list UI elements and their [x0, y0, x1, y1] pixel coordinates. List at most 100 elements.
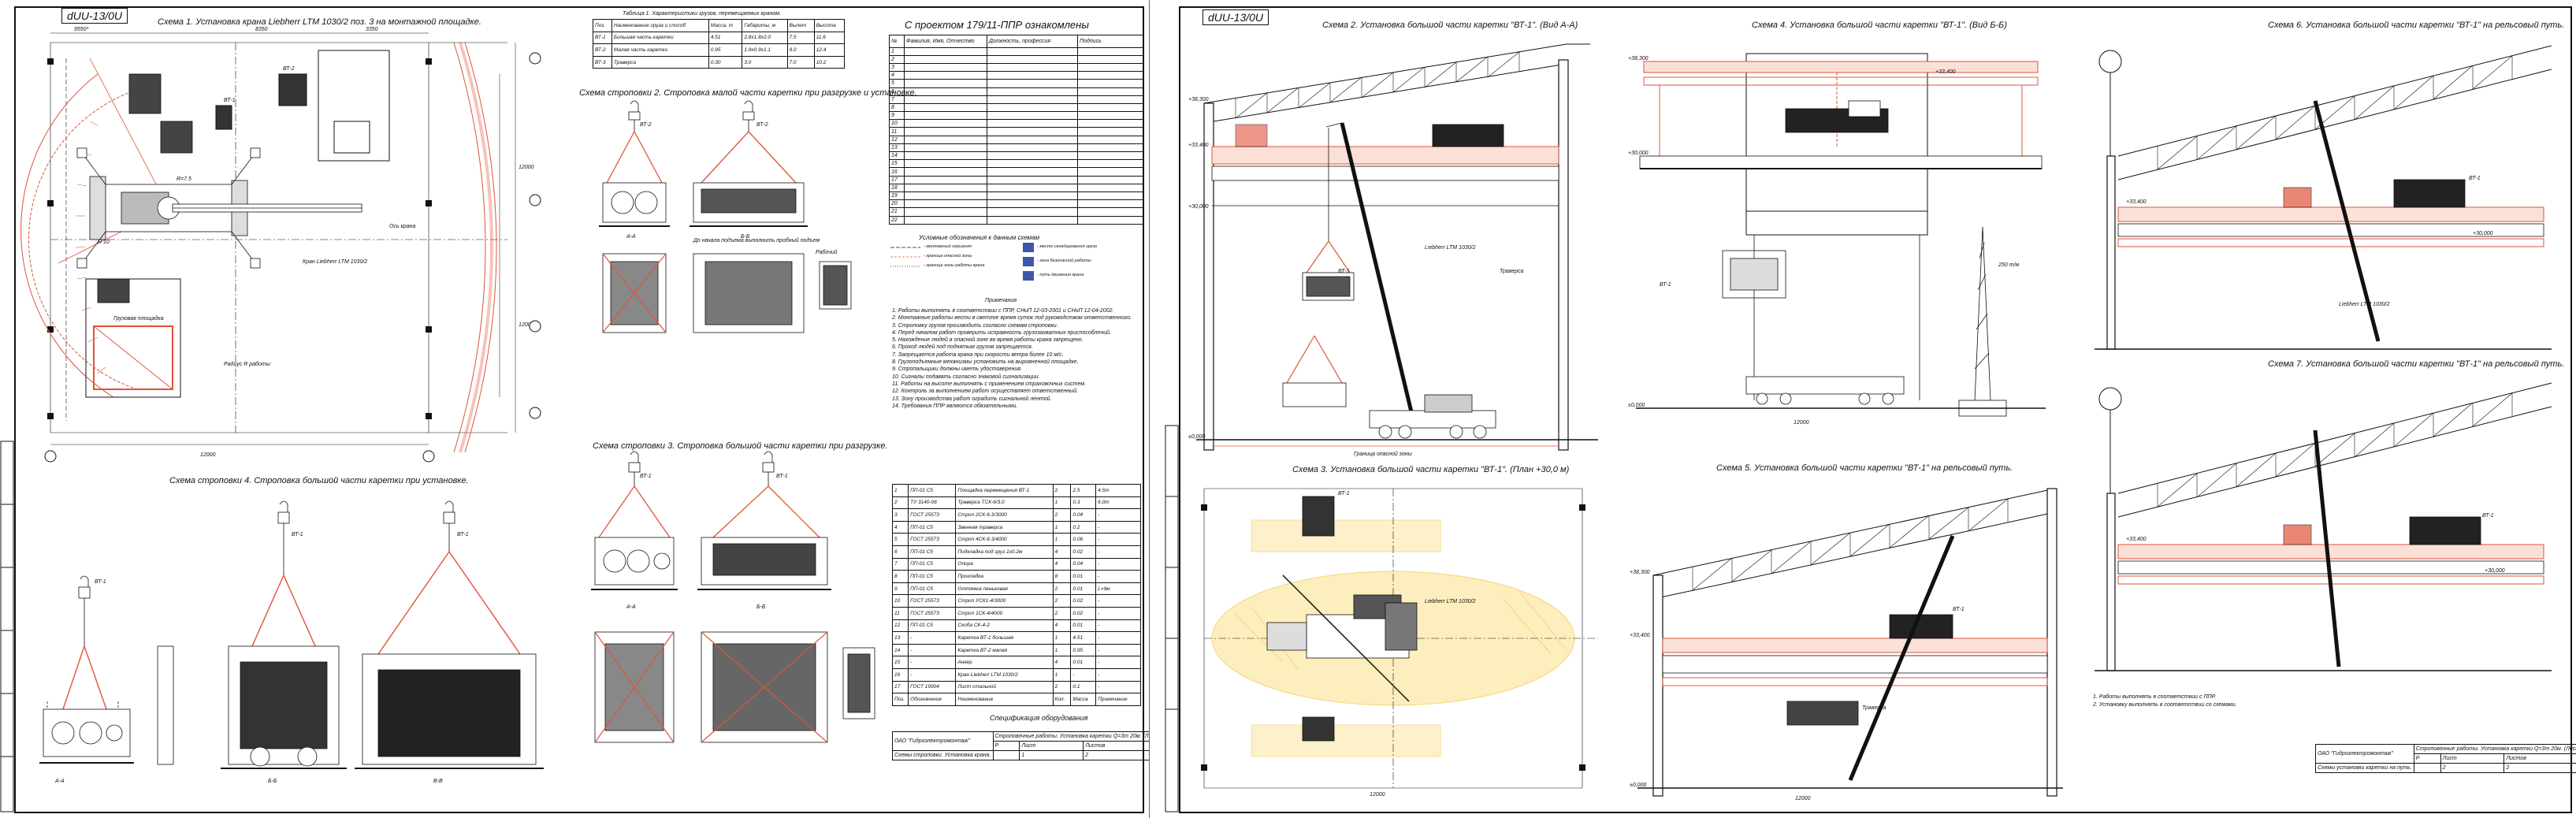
- r-scheme5-title: Схема 5. Установка большой части каретки…: [1716, 463, 2013, 473]
- svg-text:Liebherr LTM 1030/2: Liebherr LTM 1030/2: [1425, 599, 1476, 604]
- svg-text:8350: 8350: [255, 27, 268, 32]
- spec-cell: -: [908, 631, 957, 645]
- note-line: 6. Проход людей под поднятым грузом запр…: [892, 344, 1033, 351]
- fam-cell: [987, 151, 1078, 161]
- table1: Поз. Наименование груза и способ Масса, …: [593, 19, 846, 69]
- fam-cell: [904, 215, 987, 225]
- spec-cell: 0.01: [1070, 619, 1097, 633]
- spec-cell: 1: [891, 484, 909, 497]
- right-binding-strip: [1165, 425, 1179, 812]
- note-line: 5. Нахождение людей в опасной зоне во вр…: [892, 337, 1084, 344]
- notes-block: 1. Работы выполнять в соответствии с ППР…: [892, 307, 1143, 410]
- t1-cell: 7.5: [786, 31, 815, 45]
- fam-cell: 8: [889, 102, 905, 113]
- svg-text:9550*: 9550*: [74, 27, 89, 32]
- fam-cell: [904, 167, 987, 177]
- fam-h1: Фамилия, Имя, Отчество: [904, 35, 987, 48]
- svg-text:ВТ-1: ВТ-1: [95, 579, 106, 585]
- spec-cell: 2: [1052, 680, 1072, 694]
- spec-cell: 0.1: [1070, 680, 1097, 694]
- left-frame: [14, 6, 1144, 813]
- spec-cell: 4: [1052, 656, 1072, 669]
- r-scheme6-title: Схема 6. Установка большой части каретки…: [2268, 20, 2565, 30]
- tb-right-sheets-no: 2: [2504, 763, 2576, 773]
- spec-cell: ТУ 3140-06: [908, 496, 957, 510]
- fam-cell: [1077, 151, 1144, 161]
- spec-cell: 2: [1052, 508, 1072, 522]
- left-sheet-tag: dUU-13/0U: [61, 8, 128, 24]
- svg-text:ВТ-1: ВТ-1: [1338, 269, 1350, 274]
- spec-cell: Каретка ВТ-1 большая: [955, 631, 1054, 645]
- note-line: 4. Перед началом работ проверить исправн…: [892, 329, 1111, 336]
- fam-cell: [904, 119, 987, 128]
- t1-cell: 9.0: [786, 43, 815, 57]
- spec-cell: Звенная траверса: [955, 520, 1054, 534]
- svg-text:+38,300: +38,300: [1630, 570, 1650, 575]
- fam-cell: [904, 191, 987, 201]
- spec-cell: ГОСТ 25573: [908, 533, 957, 546]
- spec-header: Обозначение: [908, 693, 957, 706]
- left-title-block: ОАО "Гидроэлектромонтаж" Строповочные ра…: [892, 731, 1168, 760]
- spec-cell: 4: [1052, 545, 1072, 559]
- svg-text:ВТ-1: ВТ-1: [457, 532, 469, 537]
- spec-cell: -: [1095, 680, 1141, 694]
- svg-text:250 т/м: 250 т/м: [1998, 262, 2019, 268]
- svg-text:+33,400: +33,400: [1935, 69, 1956, 75]
- fam-cell: [1077, 71, 1144, 80]
- t1-cell: 2.8х1.8х2.0: [742, 31, 788, 45]
- spec-cell: ГОСТ 25573: [908, 594, 957, 608]
- spec-cell: -: [1095, 557, 1141, 571]
- svg-text:ВТ-1: ВТ-1: [1660, 282, 1671, 288]
- r-scheme3-title: Схема 3. Установка большой части каретки…: [1292, 465, 1570, 474]
- fam-cell: 1: [889, 46, 905, 56]
- svg-text:Б-Б: Б-Б: [741, 234, 750, 240]
- table-row: 15: [889, 159, 1144, 169]
- spec-cell: 0.2: [1070, 520, 1097, 534]
- fam-cell: 14: [889, 151, 905, 161]
- notes-title: Примечания: [985, 298, 1017, 303]
- fam-cell: [987, 111, 1078, 121]
- spec-cell: -: [1095, 520, 1141, 534]
- r-scheme2-drawing: +38,300 +33,400 +30,000 ±0,000 ВТ-1 Lieb…: [1188, 43, 1598, 457]
- table-row: 19: [889, 191, 1144, 201]
- table-row: 4: [889, 71, 1144, 80]
- svg-text:А-А: А-А: [626, 604, 636, 610]
- spec-cell: -: [1095, 619, 1141, 633]
- svg-text:ВТ-2: ВТ-2: [756, 122, 768, 128]
- svg-text:+30,000: +30,000: [1188, 204, 1209, 210]
- fam-cell: [904, 183, 987, 192]
- spec-cell: -: [1095, 545, 1141, 559]
- svg-text:Грузовая площадка: Грузовая площадка: [113, 315, 164, 322]
- fam-cell: [987, 62, 1078, 73]
- spec-cell: 8: [1052, 570, 1072, 583]
- fam-cell: [1077, 191, 1144, 201]
- fam-cell: 5: [889, 79, 905, 88]
- fam-cell: [987, 183, 1078, 192]
- spec-cell: 4: [891, 520, 909, 534]
- right-sheet-tag: dUU-13/0U: [1203, 9, 1269, 25]
- tb-right-desc: Схемы установки каретки на путь.: [2315, 763, 2414, 773]
- svg-text:12000: 12000: [519, 322, 534, 328]
- t1-cell: 0.30: [708, 55, 743, 69]
- lvl-1: +38,300: [1188, 97, 1209, 102]
- spec-cell: 4.51: [1070, 631, 1097, 645]
- svg-text:Кран Liebherr LTM 1030/2: Кран Liebherr LTM 1030/2: [303, 259, 367, 265]
- tb-left-stage: Р: [992, 741, 1020, 751]
- spec-cell: -: [1095, 508, 1141, 522]
- spec-cell: -: [1095, 570, 1141, 583]
- svg-text:+33,400: +33,400: [1188, 143, 1209, 148]
- t1-cell: 1.9х0.9х1.1: [742, 43, 788, 57]
- table-row: 11: [889, 127, 1144, 136]
- svg-text:+30,000: +30,000: [2485, 568, 2505, 574]
- spec-cell: 11: [891, 606, 909, 620]
- fam-cell: [987, 191, 1078, 201]
- spec-header: Масса: [1070, 693, 1097, 706]
- tb-left-org: ОАО "Гидроэлектромонтаж": [892, 731, 994, 751]
- note-line: 1. Работы выполнять в соответствии с ППР…: [892, 308, 1114, 314]
